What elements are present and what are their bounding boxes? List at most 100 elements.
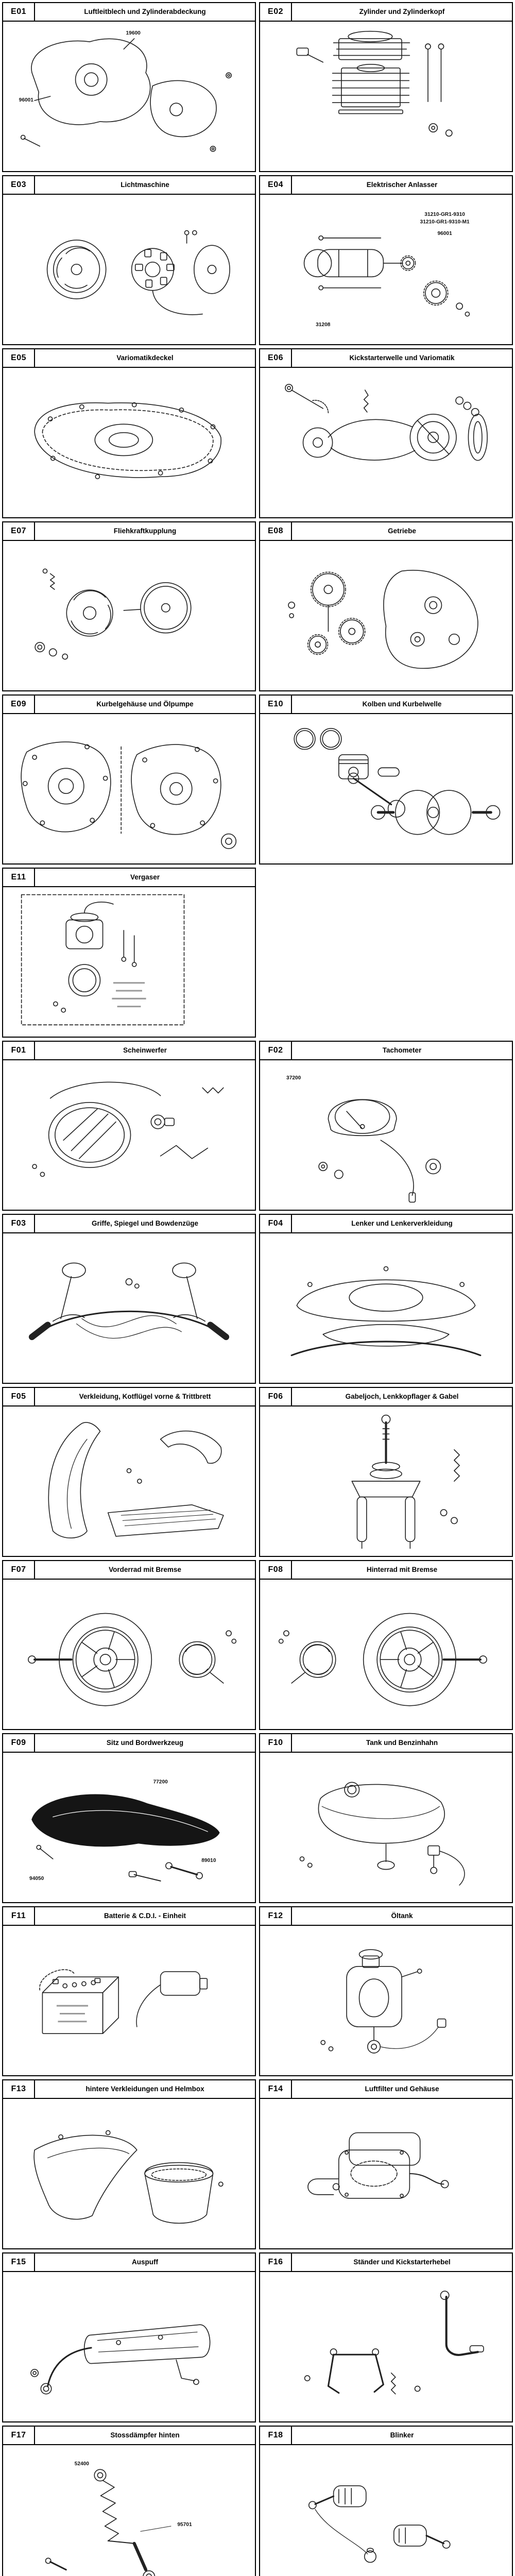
diagram-shape	[440, 2180, 449, 2189]
part-number: 31210-GR1-9310-M1	[420, 219, 470, 225]
diagram-shape	[305, 1644, 330, 1652]
diagram-shape	[387, 800, 405, 818]
part-number: 31210-GR1-9310	[424, 212, 465, 217]
diagram-shape	[131, 962, 137, 967]
diagram-shape	[90, 818, 95, 823]
diagram-shape	[345, 2150, 349, 2155]
diagram-shape	[417, 421, 450, 454]
diagram-shape	[414, 636, 421, 642]
part-number: 89010	[201, 1858, 216, 1863]
diagram-shape	[400, 2150, 404, 2155]
diagram-shape	[308, 635, 327, 654]
diagram-shape	[142, 757, 147, 762]
diagram-shape	[71, 620, 98, 635]
diagram-shape	[318, 1784, 445, 1844]
diagram-shape	[405, 1496, 416, 1542]
diagram-shape	[107, 2540, 135, 2544]
diagram-shape	[372, 1462, 400, 1471]
diagram-shape	[451, 1517, 458, 1524]
diagram-shape	[140, 582, 192, 634]
diagram-shape	[287, 386, 291, 390]
diagram-shape	[430, 1163, 437, 1171]
panel-diagram	[260, 22, 512, 171]
panel-code: F02	[260, 1042, 292, 1059]
diagram-shape	[169, 782, 183, 796]
diagram-shape	[207, 1321, 230, 1341]
diagram-shape	[289, 613, 295, 618]
exploded-diagram-vcover	[34, 402, 221, 480]
diagram-shape	[417, 1665, 434, 1677]
diagram-shape	[454, 1449, 460, 1482]
panel-diagram	[3, 1580, 255, 1729]
diagram-shape	[202, 1087, 224, 1094]
diagram-shape	[75, 63, 108, 96]
diagram-shape	[126, 1468, 132, 1473]
diagram-shape	[307, 1862, 313, 1868]
diagram-shape	[68, 964, 101, 997]
panel-title: Fliehkraftkupplung	[113, 527, 177, 535]
diagram-shape	[179, 1641, 216, 1678]
diagram-shape	[408, 1192, 416, 1203]
diagram-shape	[358, 1949, 383, 1960]
diagram-shape	[122, 1514, 214, 1521]
diagram-shape	[338, 754, 369, 779]
panel-diagram	[260, 541, 512, 690]
diagram-shape	[121, 1510, 211, 1516]
diagram-shape	[83, 2324, 211, 2364]
diagram-shape	[322, 730, 340, 748]
diagram-shape	[102, 775, 108, 781]
diagram-shape	[144, 586, 188, 630]
exploded-diagram-tank	[299, 1782, 465, 1886]
diagram-shape	[56, 257, 62, 278]
diagram-shape	[349, 2132, 421, 2166]
panel-code: F08	[260, 1561, 292, 1579]
part-number: 31208	[316, 322, 331, 328]
diagram-shape	[123, 608, 141, 611]
diagram-shape	[356, 64, 385, 72]
diagram-shape	[347, 1785, 357, 1794]
diagram-shape	[84, 902, 114, 914]
diagram-shape	[320, 728, 342, 750]
diagram-shape	[128, 1871, 137, 1877]
diagram-shape	[151, 2168, 207, 2181]
diagram-shape	[367, 2548, 374, 2553]
diagram-shape	[322, 1324, 450, 1347]
diagram-shape	[442, 2540, 451, 2549]
diagram-shape	[425, 282, 447, 304]
diagram-shape	[160, 1971, 200, 1996]
panel-title: Luftleitblech und Zylinderabdeckung	[84, 8, 206, 16]
diagram-shape	[49, 1081, 161, 1099]
